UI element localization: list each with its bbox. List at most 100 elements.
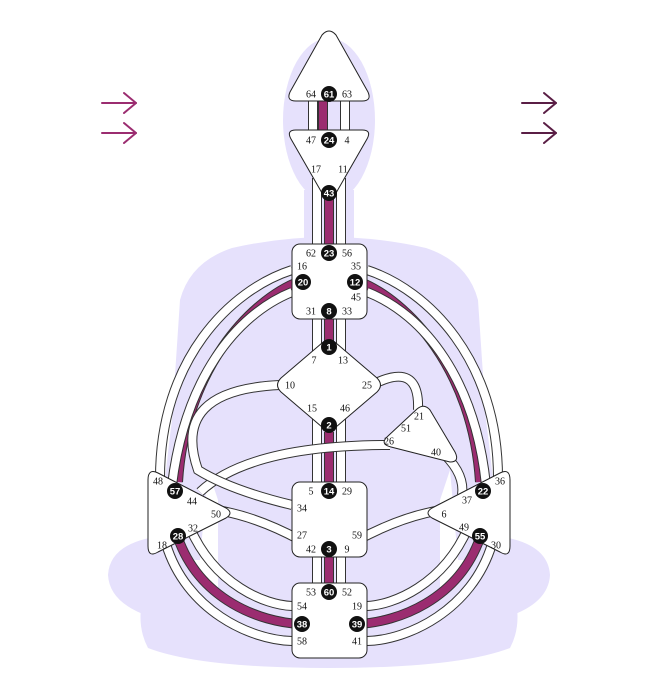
- gate-53[interactable]: 53: [306, 588, 316, 599]
- gate-5[interactable]: 5: [309, 487, 314, 498]
- right-top-arrow-icon: [521, 92, 557, 114]
- left-top-arrow-icon: [101, 92, 137, 114]
- gate-3[interactable]: 3: [326, 545, 331, 556]
- gate-19[interactable]: 19: [352, 602, 362, 613]
- centers: [147, 30, 511, 659]
- gate-14[interactable]: 14: [324, 487, 335, 498]
- gate-8-badge: [321, 303, 337, 319]
- gate-48[interactable]: 48: [153, 477, 163, 488]
- channel-20-34[interactable]: [168, 288, 294, 486]
- gate-24[interactable]: 24: [324, 136, 335, 147]
- gate-39[interactable]: 39: [352, 620, 363, 631]
- gate-41[interactable]: 41: [352, 637, 362, 648]
- channel-49-19[interactable]: [366, 526, 472, 610]
- gate-43[interactable]: 43: [324, 189, 335, 200]
- gate-26[interactable]: 26: [384, 437, 394, 448]
- gate-60[interactable]: 60: [324, 588, 335, 599]
- gate-15[interactable]: 15: [307, 404, 317, 415]
- channel-10-34[interactable]: [188, 381, 293, 509]
- channel-32-54[interactable]: [186, 526, 293, 610]
- gate-24-badge: [321, 132, 337, 148]
- channel-55-39[interactable]: [357, 536, 484, 628]
- gate-13[interactable]: 13: [338, 356, 348, 367]
- gate-39-badge: [349, 616, 365, 632]
- channel-28-38[interactable]: [174, 536, 301, 628]
- gate-14-badge: [321, 483, 337, 499]
- gate-42[interactable]: 42: [306, 545, 316, 556]
- gate-10[interactable]: 10: [285, 381, 295, 392]
- root-center[interactable]: [291, 582, 368, 659]
- gate-44[interactable]: 44: [187, 497, 197, 508]
- gate-12-badge: [347, 274, 363, 290]
- gate-28[interactable]: 28: [173, 532, 184, 543]
- gate-33[interactable]: 33: [342, 307, 352, 318]
- gate-4[interactable]: 4: [345, 136, 350, 147]
- gate-25[interactable]: 25: [362, 381, 372, 392]
- gate-12[interactable]: 12: [350, 278, 361, 289]
- gate-38[interactable]: 38: [297, 620, 308, 631]
- channel-35-36[interactable]: [365, 266, 502, 479]
- gate-27[interactable]: 27: [297, 531, 307, 542]
- gate-8[interactable]: 8: [326, 307, 331, 318]
- gate-43-badge: [321, 185, 337, 201]
- gate-21[interactable]: 21: [414, 412, 424, 423]
- gate-6[interactable]: 6: [442, 510, 447, 521]
- gate-57[interactable]: 57: [170, 487, 181, 498]
- gate-56[interactable]: 56: [342, 249, 352, 260]
- gate-32[interactable]: 32: [188, 524, 198, 535]
- channel-16-48[interactable]: [156, 266, 294, 479]
- left-bottom-arrow-icon: [101, 122, 137, 144]
- channel-25-51[interactable]: [370, 372, 423, 411]
- gate-59[interactable]: 59: [352, 531, 362, 542]
- gate-31[interactable]: 31: [306, 307, 316, 318]
- gate-46[interactable]: 46: [340, 404, 350, 415]
- gate-17[interactable]: 17: [311, 165, 321, 176]
- throat-center[interactable]: [291, 243, 368, 320]
- heart-center[interactable]: [383, 405, 458, 463]
- gate-54[interactable]: 54: [297, 602, 307, 613]
- gate-28-badge: [170, 528, 186, 544]
- channel-30-41[interactable]: [366, 542, 496, 645]
- head-center[interactable]: [288, 30, 370, 102]
- gate-11[interactable]: 11: [338, 165, 348, 176]
- gate-58[interactable]: 58: [297, 637, 307, 648]
- sacral-center[interactable]: [291, 481, 368, 558]
- gate-37[interactable]: 37: [462, 496, 472, 507]
- gate-51[interactable]: 51: [401, 424, 411, 435]
- gate-40[interactable]: 40: [431, 448, 441, 459]
- channel-45-21[interactable]: [365, 288, 490, 486]
- gate-23-badge: [321, 245, 337, 261]
- gate-61[interactable]: 61: [324, 90, 335, 101]
- gate-22[interactable]: 22: [478, 487, 489, 498]
- gate-50[interactable]: 50: [211, 510, 221, 521]
- gate-47[interactable]: 47: [306, 136, 316, 147]
- gate-45[interactable]: 45: [351, 293, 361, 304]
- gate-1[interactable]: 1: [326, 343, 332, 354]
- gate-52[interactable]: 52: [342, 588, 352, 599]
- gate-35[interactable]: 35: [351, 262, 361, 273]
- gate-55[interactable]: 55: [475, 532, 486, 543]
- gate-34[interactable]: 34: [297, 504, 307, 515]
- gate-62[interactable]: 62: [306, 249, 316, 260]
- gate-18[interactable]: 18: [157, 541, 167, 552]
- gate-64[interactable]: 64: [306, 90, 316, 101]
- gate-63[interactable]: 63: [342, 90, 352, 101]
- gate-30[interactable]: 30: [491, 541, 501, 552]
- gate-9[interactable]: 9: [345, 545, 350, 556]
- gate-16[interactable]: 16: [297, 262, 307, 273]
- gate-49[interactable]: 49: [459, 523, 469, 534]
- gate-57-badge: [167, 483, 183, 499]
- gate-20-badge: [295, 274, 311, 290]
- gate-36[interactable]: 36: [495, 477, 505, 488]
- gate-23[interactable]: 23: [324, 249, 335, 260]
- gate-60-badge: [321, 584, 337, 600]
- gate-1-badge: [321, 339, 337, 355]
- gate-2[interactable]: 2: [326, 421, 331, 432]
- gate-20[interactable]: 20: [298, 278, 309, 289]
- channel-18-58[interactable]: [162, 542, 293, 645]
- gate-55-badge: [472, 528, 488, 544]
- gate-7[interactable]: 7: [312, 356, 317, 367]
- gate-29[interactable]: 29: [342, 487, 352, 498]
